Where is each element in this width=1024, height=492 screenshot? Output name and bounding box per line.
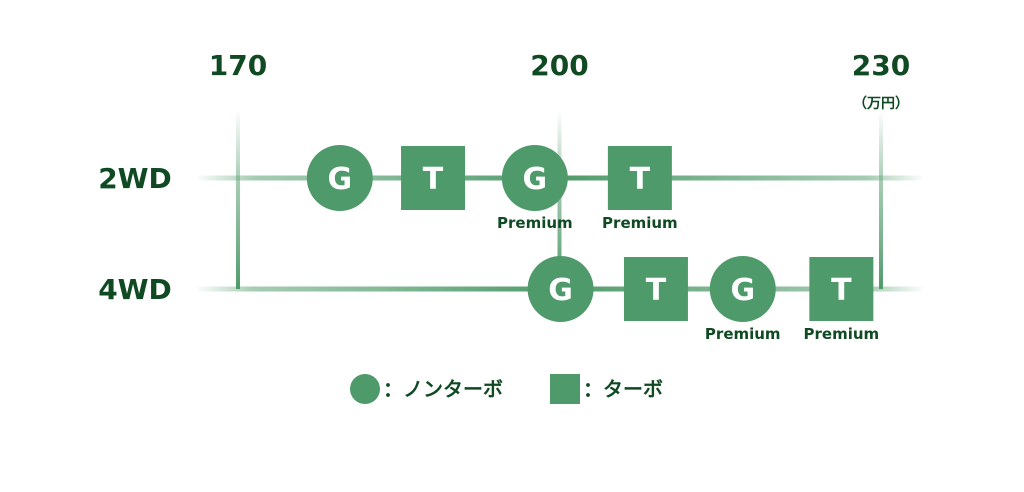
x-tick-label: 230: [852, 49, 910, 82]
legend-square-icon: [550, 374, 580, 404]
mark-sub-label: Premium: [705, 325, 781, 343]
mark-2wd-g: G: [306, 145, 373, 211]
mark-2wd-t-premium: T Premium: [602, 146, 678, 232]
gridline-230: [879, 110, 883, 289]
mark-letter: T: [423, 162, 444, 197]
mark-letter: G: [730, 273, 755, 308]
x-tick-label: 200: [530, 49, 588, 82]
mark-2wd-t: T: [401, 146, 466, 210]
mark-4wd-t-premium: T Premium: [804, 257, 880, 343]
square-mark: [623, 257, 688, 321]
gridline-170: [236, 110, 240, 289]
square-mark: [401, 146, 466, 210]
mark-sub-label: Premium: [804, 325, 880, 343]
legend-label: ：ターボ: [583, 377, 663, 401]
mark-letter: G: [327, 162, 352, 197]
circle-mark: [527, 256, 594, 322]
mark-2wd-g-premium: G Premium: [497, 145, 573, 232]
mark-4wd-g: G: [527, 256, 594, 322]
legend-item-square: ：ターボ: [550, 374, 663, 404]
legend-circle-icon: [350, 374, 380, 404]
legend-label: ：ノンターボ: [383, 377, 503, 401]
mark-sub-label: Premium: [497, 214, 573, 232]
square-mark: [607, 146, 672, 210]
circle-mark: [501, 145, 568, 211]
mark-letter: G: [548, 273, 573, 308]
mark-letter: T: [630, 162, 651, 197]
mark-letter: T: [646, 273, 667, 308]
row-label-2wd: 2WD: [98, 162, 172, 195]
mark-letter: T: [831, 273, 852, 308]
row-label-4wd: 4WD: [98, 273, 172, 306]
circle-mark: [306, 145, 373, 211]
mark-letter: G: [523, 162, 548, 197]
square-mark: [809, 257, 874, 321]
unit-label: （万円）: [853, 96, 909, 112]
x-tick-label: 170: [209, 49, 267, 82]
mark-4wd-t: T: [623, 257, 688, 321]
mark-sub-label: Premium: [602, 214, 678, 232]
legend-item-circle: ：ノンターボ: [350, 374, 503, 404]
mark-4wd-g-premium: G Premium: [705, 256, 781, 343]
circle-mark: [709, 256, 776, 322]
